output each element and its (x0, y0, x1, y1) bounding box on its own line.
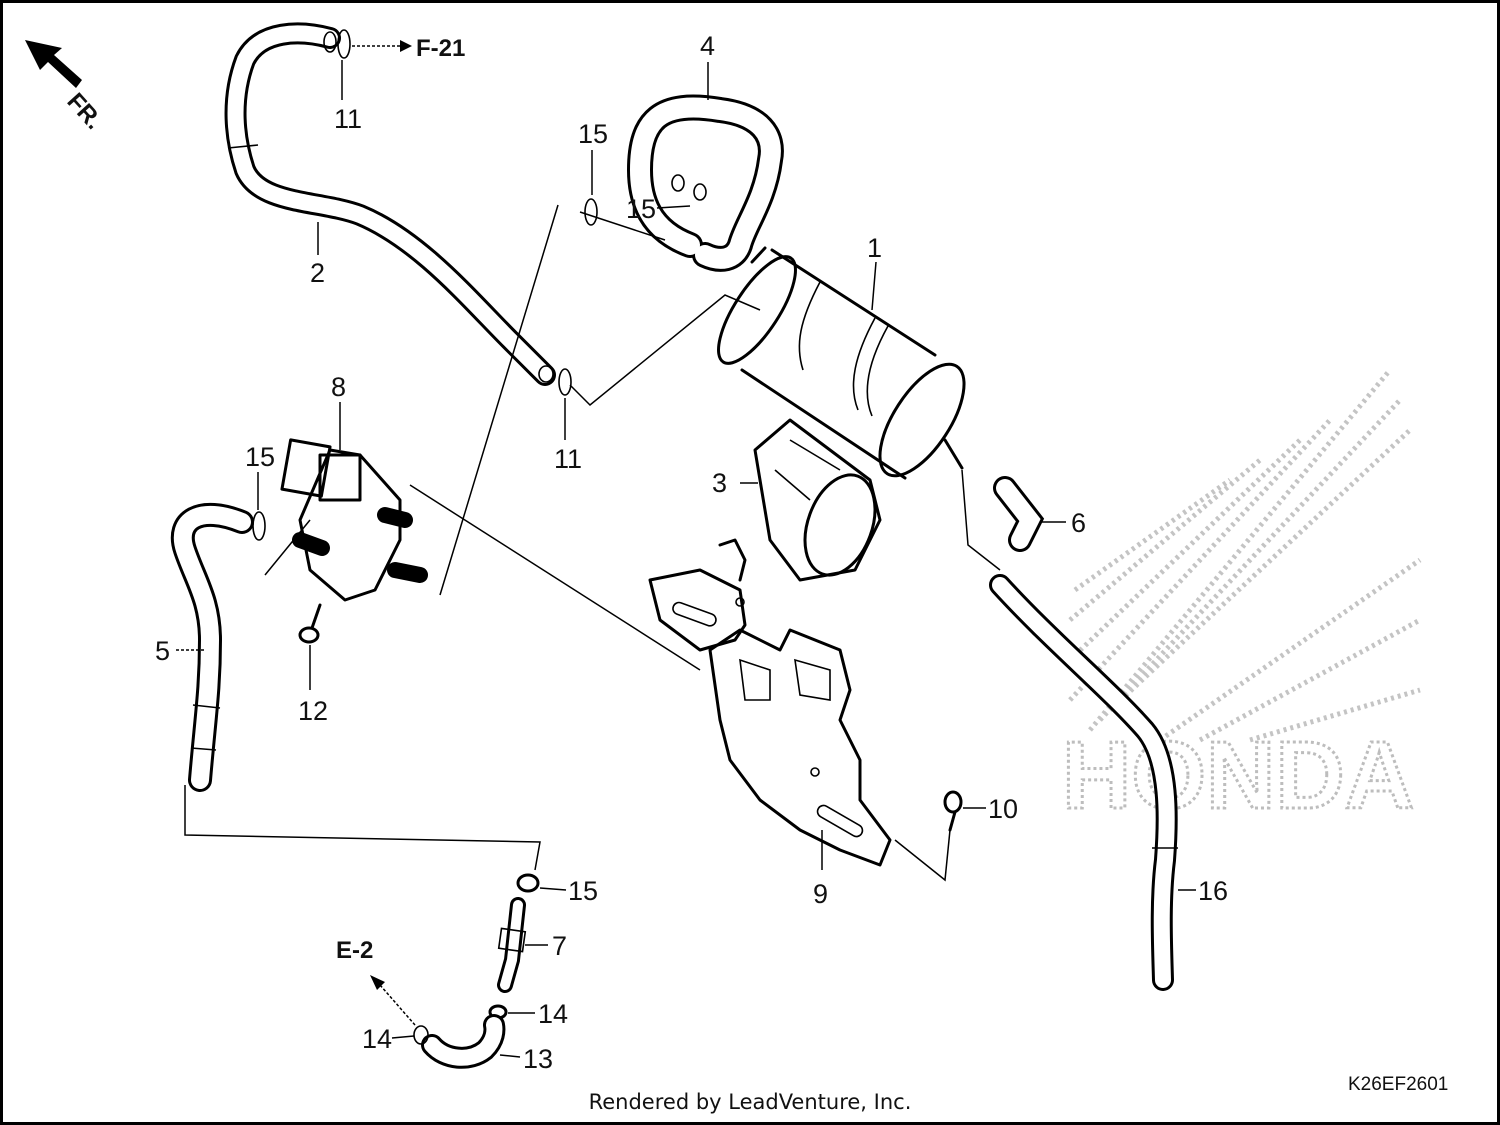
rubber-mount-part-3 (753, 418, 882, 582)
clamp-15-upper (584, 198, 598, 226)
joint-part-7 (497, 897, 527, 993)
hose-part-16 (989, 574, 1178, 991)
callout-11-mid: 11 (554, 444, 582, 474)
callout-5: 5 (155, 636, 170, 666)
callout-15-bottom: 15 (568, 876, 598, 906)
clamp-15-bottom (516, 873, 540, 893)
front-arrow-icon (25, 40, 82, 88)
callout-9: 9 (813, 879, 828, 909)
callout-1: 1 (867, 233, 882, 263)
callout-15-left: 15 (245, 442, 275, 472)
hose-part-4 (626, 94, 784, 272)
hose-part-5 (170, 502, 254, 792)
callout-15-top: 15 (578, 119, 608, 149)
bolt-part-10 (943, 790, 963, 832)
hose-part-13 (421, 1014, 506, 1069)
callout-3: 3 (712, 468, 727, 498)
callout-8: 8 (331, 372, 346, 402)
connection-lines (184, 204, 951, 882)
bolt-part-12 (298, 603, 322, 644)
callout-15-loop: 15 (626, 194, 656, 224)
callout-13: 13 (523, 1044, 553, 1074)
ref-f21: F-21 (416, 35, 465, 62)
callout-11-top: 11 (334, 104, 362, 134)
callout-2: 2 (310, 258, 325, 288)
callout-14-right: 14 (538, 999, 568, 1029)
callout-leaders (176, 60, 1196, 1058)
bracket-part-9 (648, 538, 892, 867)
callout-10: 10 (988, 794, 1018, 824)
elbow-part-6 (993, 476, 1045, 552)
valve-part-8 (280, 438, 428, 602)
clamp-11-top (337, 29, 351, 59)
drawing-code: K26EF2601 (1348, 1074, 1449, 1095)
clamp-15-left (252, 511, 266, 541)
canister-part-1 (717, 246, 966, 480)
clamp-14-left (413, 1025, 429, 1045)
callout-6: 6 (1071, 508, 1086, 538)
honda-text-watermark: HONDA (1062, 722, 1414, 829)
ref-e2: E-2 (336, 937, 373, 964)
callout-14-left: 14 (362, 1024, 392, 1054)
front-label: FR. (62, 88, 108, 135)
callout-7: 7 (552, 931, 567, 961)
honda-wing-watermark (1068, 368, 1422, 743)
callout-4: 4 (700, 31, 715, 61)
hose-part-2 (224, 22, 556, 386)
clamp-11-mid (558, 368, 572, 396)
callout-12: 12 (298, 696, 328, 726)
callout-16: 16 (1198, 876, 1228, 906)
footer-credit: Rendered by LeadVenture, Inc. (588, 1090, 912, 1114)
